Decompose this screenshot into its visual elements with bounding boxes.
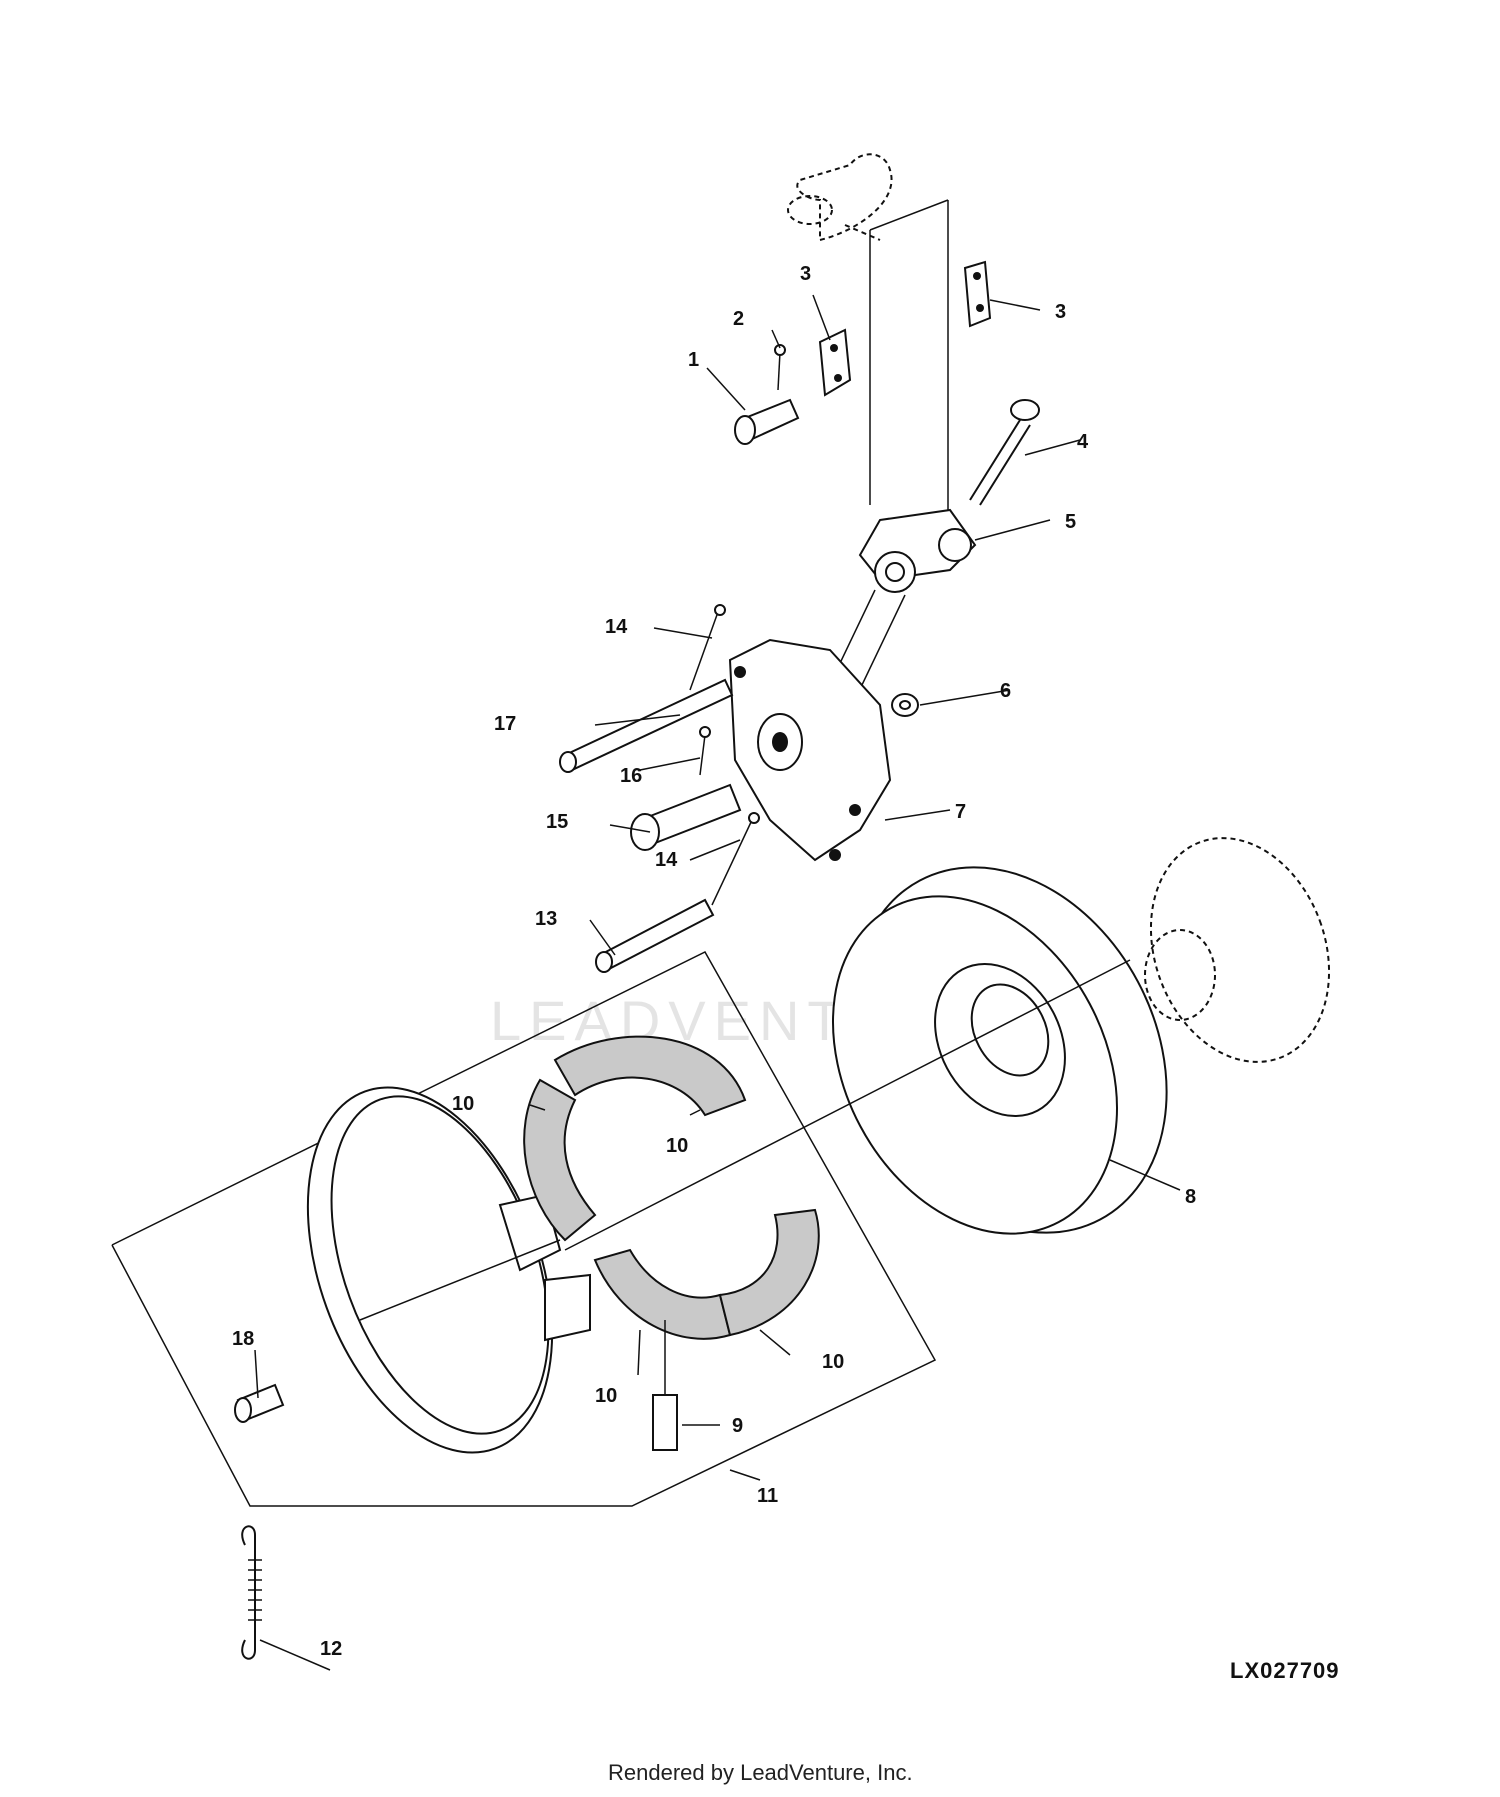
- link-plate-icon: [818, 260, 992, 397]
- clevis-icon: [858, 508, 977, 593]
- bolt-icon: [652, 1320, 678, 1451]
- center-lines: [359, 959, 1131, 1321]
- callout-12: 12: [320, 1638, 342, 1660]
- pin-icon: [595, 812, 760, 973]
- assembly-box: [111, 951, 937, 1507]
- callout-4: 4: [1077, 431, 1089, 453]
- callouts: 1 2 3 3 4 5 6 7 8 9 10 10 10 10 11 12 13…: [232, 263, 1196, 1660]
- hub-outline: [1144, 837, 1331, 1063]
- washer-icon: [891, 693, 919, 717]
- callout-8: 8: [1185, 1186, 1196, 1208]
- bolt-icon: [969, 399, 1040, 506]
- callout-18: 18: [232, 1328, 254, 1350]
- pin-icon: [559, 604, 734, 773]
- callout-10: 10: [595, 1385, 617, 1407]
- pin-icon: [630, 783, 742, 851]
- cotter-pin-icon: [774, 344, 786, 391]
- callout-3: 3: [800, 263, 811, 285]
- brake-lever-icon: [728, 638, 892, 862]
- brake-lining-icon: [523, 1035, 820, 1340]
- brake-drum-icon: [832, 866, 1168, 1235]
- callout-5: 5: [1065, 511, 1076, 533]
- callout-14: 14: [655, 849, 678, 871]
- brake-band-icon: [306, 1086, 591, 1454]
- pin-icon: [234, 1383, 285, 1423]
- callout-16: 16: [620, 765, 642, 787]
- callout-15: 15: [546, 811, 568, 833]
- callout-9: 9: [732, 1415, 743, 1437]
- pedal-outline: [787, 153, 893, 242]
- callout-1: 1: [688, 349, 699, 371]
- callout-17: 17: [494, 713, 516, 735]
- pin-icon: [734, 398, 800, 445]
- callout-10: 10: [822, 1351, 844, 1373]
- footer-credit: Rendered by LeadVenture, Inc.: [608, 1760, 913, 1785]
- callout-7: 7: [955, 801, 966, 823]
- leader-lines: [254, 294, 1181, 1671]
- spring-icon: [241, 1525, 262, 1660]
- callout-10: 10: [666, 1135, 688, 1157]
- figure-reference: LX027709: [1230, 1658, 1340, 1683]
- callout-13: 13: [535, 908, 557, 930]
- callout-14: 14: [605, 616, 628, 638]
- callout-3: 3: [1055, 301, 1066, 323]
- callout-10: 10: [452, 1093, 474, 1115]
- callout-6: 6: [1000, 680, 1011, 702]
- callout-2: 2: [733, 308, 744, 330]
- cotter-pin-icon: [699, 726, 711, 776]
- callout-11: 11: [757, 1485, 778, 1507]
- pedal-rod: [869, 199, 949, 510]
